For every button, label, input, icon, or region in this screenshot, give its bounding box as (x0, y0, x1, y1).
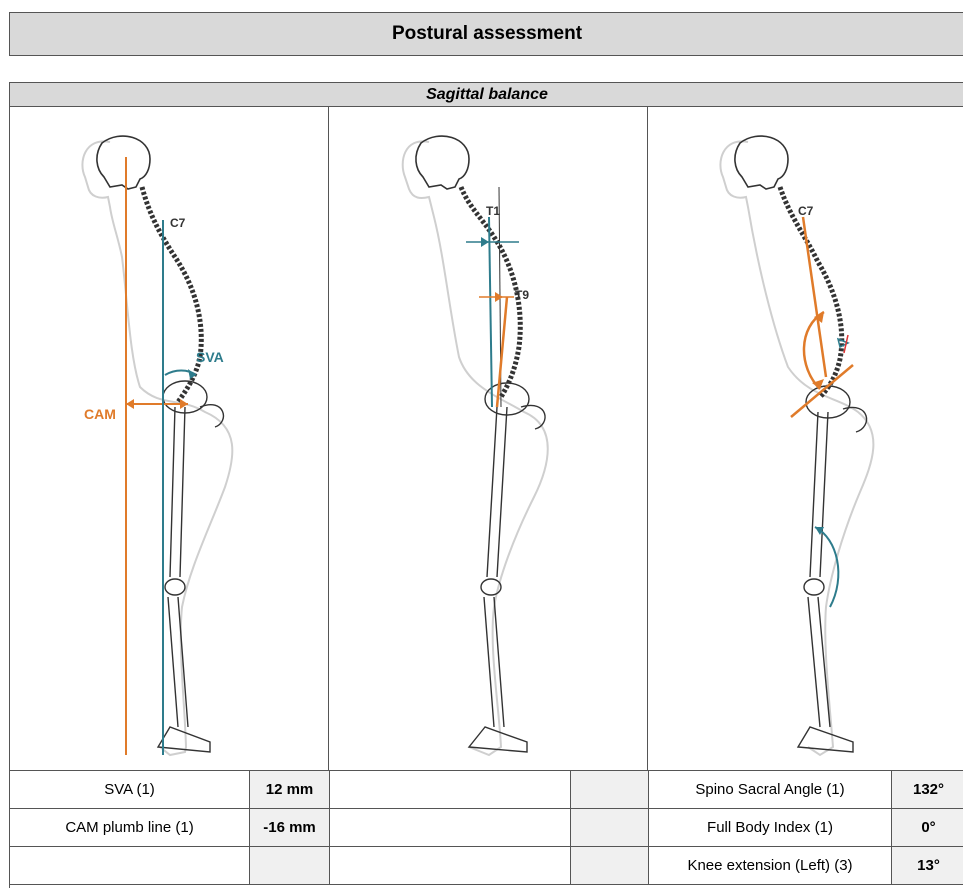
label-t9: T9 (515, 288, 529, 302)
measure-value (571, 809, 648, 846)
figure-t1-t9: T1 T9 (328, 107, 646, 770)
sva-line (163, 220, 196, 755)
skeleton-figure-3: C7 (648, 107, 963, 770)
figure-sva-cam: C7 SVA CAM (10, 107, 328, 770)
measure-value: 132° (892, 771, 963, 808)
spine (780, 187, 842, 397)
pelvis-and-legs (469, 383, 545, 752)
measure-label: CAM plumb line (1) (10, 809, 250, 846)
measure-label (330, 771, 571, 808)
pelvis-and-legs (158, 381, 223, 752)
measurements-table: SVA (1) 12 mm CAM plumb line (1) -16 mm (10, 771, 963, 885)
label-c7: C7 (170, 216, 186, 230)
measure-value (571, 771, 648, 808)
pelvis-and-legs (798, 386, 867, 752)
measure-label: Spino Sacral Angle (1) (649, 771, 892, 808)
label-t1: T1 (486, 204, 500, 218)
label-sva: SVA (196, 349, 224, 365)
table-row: SVA (1) 12 mm (10, 771, 329, 809)
measure-label (330, 847, 571, 884)
measure-label: Knee extension (Left) (3) (649, 847, 892, 884)
measure-label (10, 847, 250, 884)
measures-column-3: Spino Sacral Angle (1) 132° Full Body In… (648, 771, 963, 885)
measure-value: 13° (892, 847, 963, 884)
measure-label: SVA (1) (10, 771, 250, 808)
skull (735, 136, 788, 189)
measure-label: Full Body Index (1) (649, 809, 892, 846)
table-row: Full Body Index (1) 0° (649, 809, 963, 847)
body-outline (82, 141, 232, 755)
sagittal-balance-panel: Sagittal balance (9, 82, 963, 888)
table-row (330, 771, 648, 809)
table-row (330, 809, 648, 847)
skeleton-figure-2: T1 T9 (329, 107, 646, 770)
skeleton-figure-1: C7 SVA CAM (10, 107, 328, 770)
report-title: Postural assessment (9, 12, 963, 56)
measure-value (250, 847, 329, 884)
skull (97, 136, 150, 189)
table-row (10, 847, 329, 885)
skull (416, 136, 469, 189)
measure-value: 0° (892, 809, 963, 846)
table-row: CAM plumb line (1) -16 mm (10, 809, 329, 847)
figures-row: C7 SVA CAM (10, 107, 963, 771)
cam-line (126, 157, 188, 755)
figure-spino-sacral: C7 (647, 107, 963, 770)
table-row (330, 847, 648, 885)
measure-label (330, 809, 571, 846)
table-row: Knee extension (Left) (3) 13° (649, 847, 963, 885)
label-cam: CAM (84, 406, 116, 422)
table-row: Spino Sacral Angle (1) 132° (649, 771, 963, 809)
measures-column-1: SVA (1) 12 mm CAM plumb line (1) -16 mm (10, 771, 329, 885)
body-outline (720, 141, 873, 755)
measure-value (571, 847, 648, 884)
measure-value: 12 mm (250, 771, 329, 808)
label-c7: C7 (798, 204, 814, 218)
measure-value: -16 mm (250, 809, 329, 846)
section-title: Sagittal balance (10, 83, 963, 107)
body-outline (403, 141, 548, 755)
measures-column-2 (329, 771, 648, 885)
